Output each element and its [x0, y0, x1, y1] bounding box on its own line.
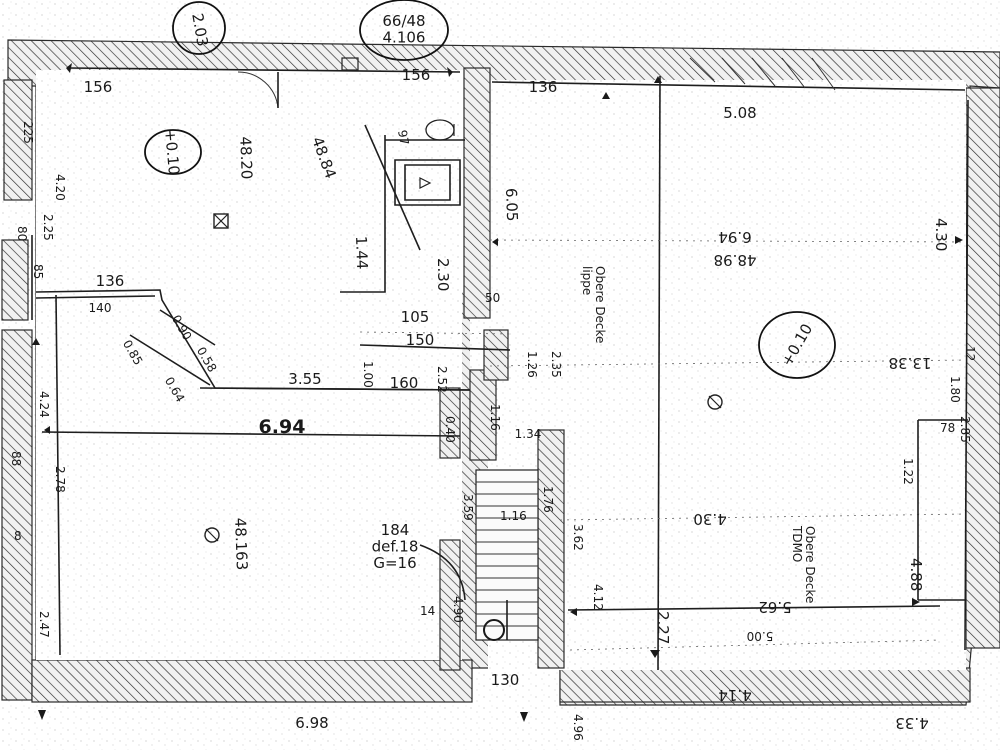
dim-hall-126: 1.26	[525, 351, 539, 378]
stair-dim-412: 4.12	[591, 584, 605, 611]
dimension-ticks	[32, 63, 963, 722]
dim-top-mid: 156	[402, 66, 431, 84]
outlet-icon	[204, 527, 220, 543]
dim-hall-150: 150	[406, 331, 435, 349]
dim-right-bottom-430: 4.30	[693, 510, 726, 528]
stair-dim-176: 1.76	[541, 486, 555, 513]
dim-bathroom-b: 50	[485, 291, 500, 305]
dim-bathroom-left: 1.44	[352, 236, 371, 270]
outlet-icon	[707, 394, 723, 410]
dim-left-2-25: 2.25	[41, 214, 55, 241]
toilet-icon	[425, 119, 455, 141]
dim-left-225: 225	[21, 121, 35, 144]
dim-top-right: 136	[529, 78, 558, 96]
dim-right-width: 13.38	[889, 354, 932, 372]
dim-hall-355: 3.55	[288, 370, 321, 388]
dim-bottom-mid: 4.14	[718, 686, 751, 704]
dimension-lines	[31, 57, 969, 671]
stair-dim-359: 3.59	[461, 494, 475, 521]
dim-bl-88: 88	[9, 451, 23, 466]
dim-inner-wall: 136	[96, 272, 125, 290]
dim-hall-105: 105	[401, 308, 430, 326]
dim-right-side-285: 2.85	[958, 416, 972, 443]
circled-marker	[144, 0, 836, 379]
dim-left-80: 80	[15, 226, 29, 241]
dim-top-left: 156	[84, 78, 113, 96]
dim-bl-247: 2.47	[37, 611, 51, 638]
dim-right-room-width: 5.08	[723, 104, 756, 122]
dim-stair-bottom: 130	[491, 671, 520, 689]
area-top-left: 48.20	[236, 136, 255, 180]
shower-triangle-icon	[419, 177, 432, 189]
dim-right-bottom-488: 4.88	[907, 558, 925, 591]
dim-hall-694: 6.94	[259, 416, 306, 438]
dim-hall-235: 2.35	[549, 351, 563, 378]
stair-dim-490: 4.90	[451, 596, 465, 623]
dim-bathroom-width: 2.30	[434, 258, 452, 291]
rooms	[36, 70, 966, 670]
dim-inner-wall-2: 140	[89, 301, 112, 315]
stair-dim-116: 1.16	[500, 509, 527, 523]
dim-bottom-right-total: 4.33	[895, 714, 928, 732]
plan-symbols	[144, 0, 836, 543]
dim-bl-8: 8	[14, 529, 22, 543]
cross-box-icon	[213, 213, 229, 229]
stair-dim-362: 3.62	[571, 524, 585, 551]
dim-bl-278: 2.78	[53, 466, 67, 493]
dim-right-side-180: 1.80	[948, 376, 962, 403]
dim-right-bottom-122: 1.22	[901, 458, 915, 485]
dim-hall-134: 1.34	[515, 427, 542, 441]
staircase	[475, 469, 539, 641]
dim-hall-116: 1.16	[488, 404, 502, 431]
note2-right-room: Obere DeckeTDMO	[790, 525, 817, 603]
dim-bathroom-height: 6.05	[502, 188, 521, 222]
area-bottom-left: 48.163	[231, 517, 251, 570]
dim-bottom-left-total: 6.98	[295, 714, 328, 732]
dim-left-85: 85	[31, 264, 45, 279]
dim-hall-160: 160	[390, 374, 419, 392]
stair-bottom: 4.96	[571, 714, 585, 741]
label-level-left: +0.10	[161, 128, 183, 175]
dim-left-420: 4.20	[53, 174, 67, 201]
dim-right-bottom-227: 2.27	[654, 611, 672, 644]
dim-right-side-78: 78	[940, 421, 955, 435]
dim-right-bottom-562: 5.62	[758, 598, 791, 616]
dim-right-side-12: 12	[963, 346, 977, 361]
area-right-room: 48.98	[714, 251, 757, 269]
dim-hall-40: 0.40	[443, 416, 457, 443]
dim-bl-424: 4.24	[37, 391, 51, 418]
interior-walls	[439, 67, 565, 671]
label-top-door: 2.03	[188, 12, 212, 48]
dim-hall-252: 2.52	[435, 366, 449, 393]
dim-bathroom-a: 97	[395, 129, 411, 146]
note-right-room: Obere Deckelippe	[580, 266, 607, 343]
window-mark	[341, 57, 359, 71]
dim-right-bottom-500: 5.00	[747, 629, 774, 643]
stair-dim-14: 14	[420, 604, 435, 618]
dim-right-height: 4.30	[932, 218, 950, 251]
sub-right-room: 6.94	[718, 228, 751, 246]
dim-hall-100: 1.00	[361, 361, 375, 388]
